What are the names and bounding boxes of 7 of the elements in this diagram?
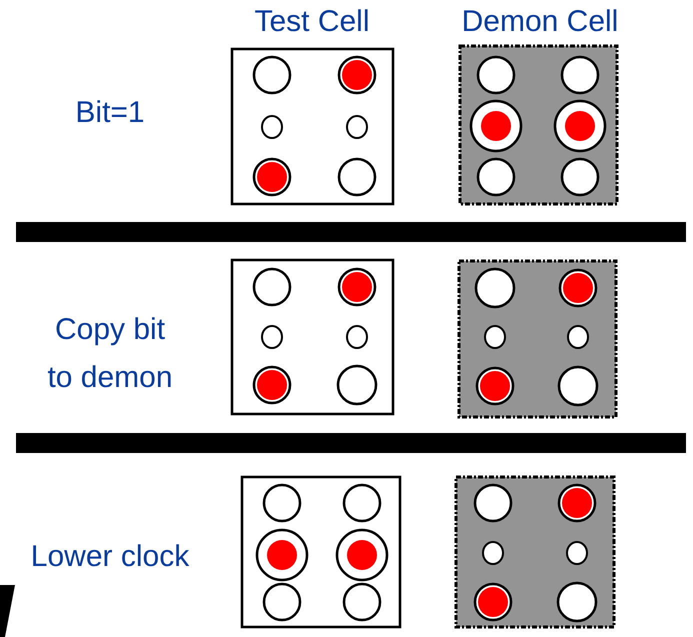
- text-label: Bit=1: [74, 95, 146, 131]
- divider-bar: [16, 222, 686, 242]
- text-label: Demon Cell: [460, 4, 620, 40]
- text-label: Lower clock: [30, 539, 190, 575]
- text-label: Test Cell: [253, 4, 371, 40]
- divider-bar: [16, 433, 686, 453]
- text-label: Copy bit to demon: [46, 312, 174, 396]
